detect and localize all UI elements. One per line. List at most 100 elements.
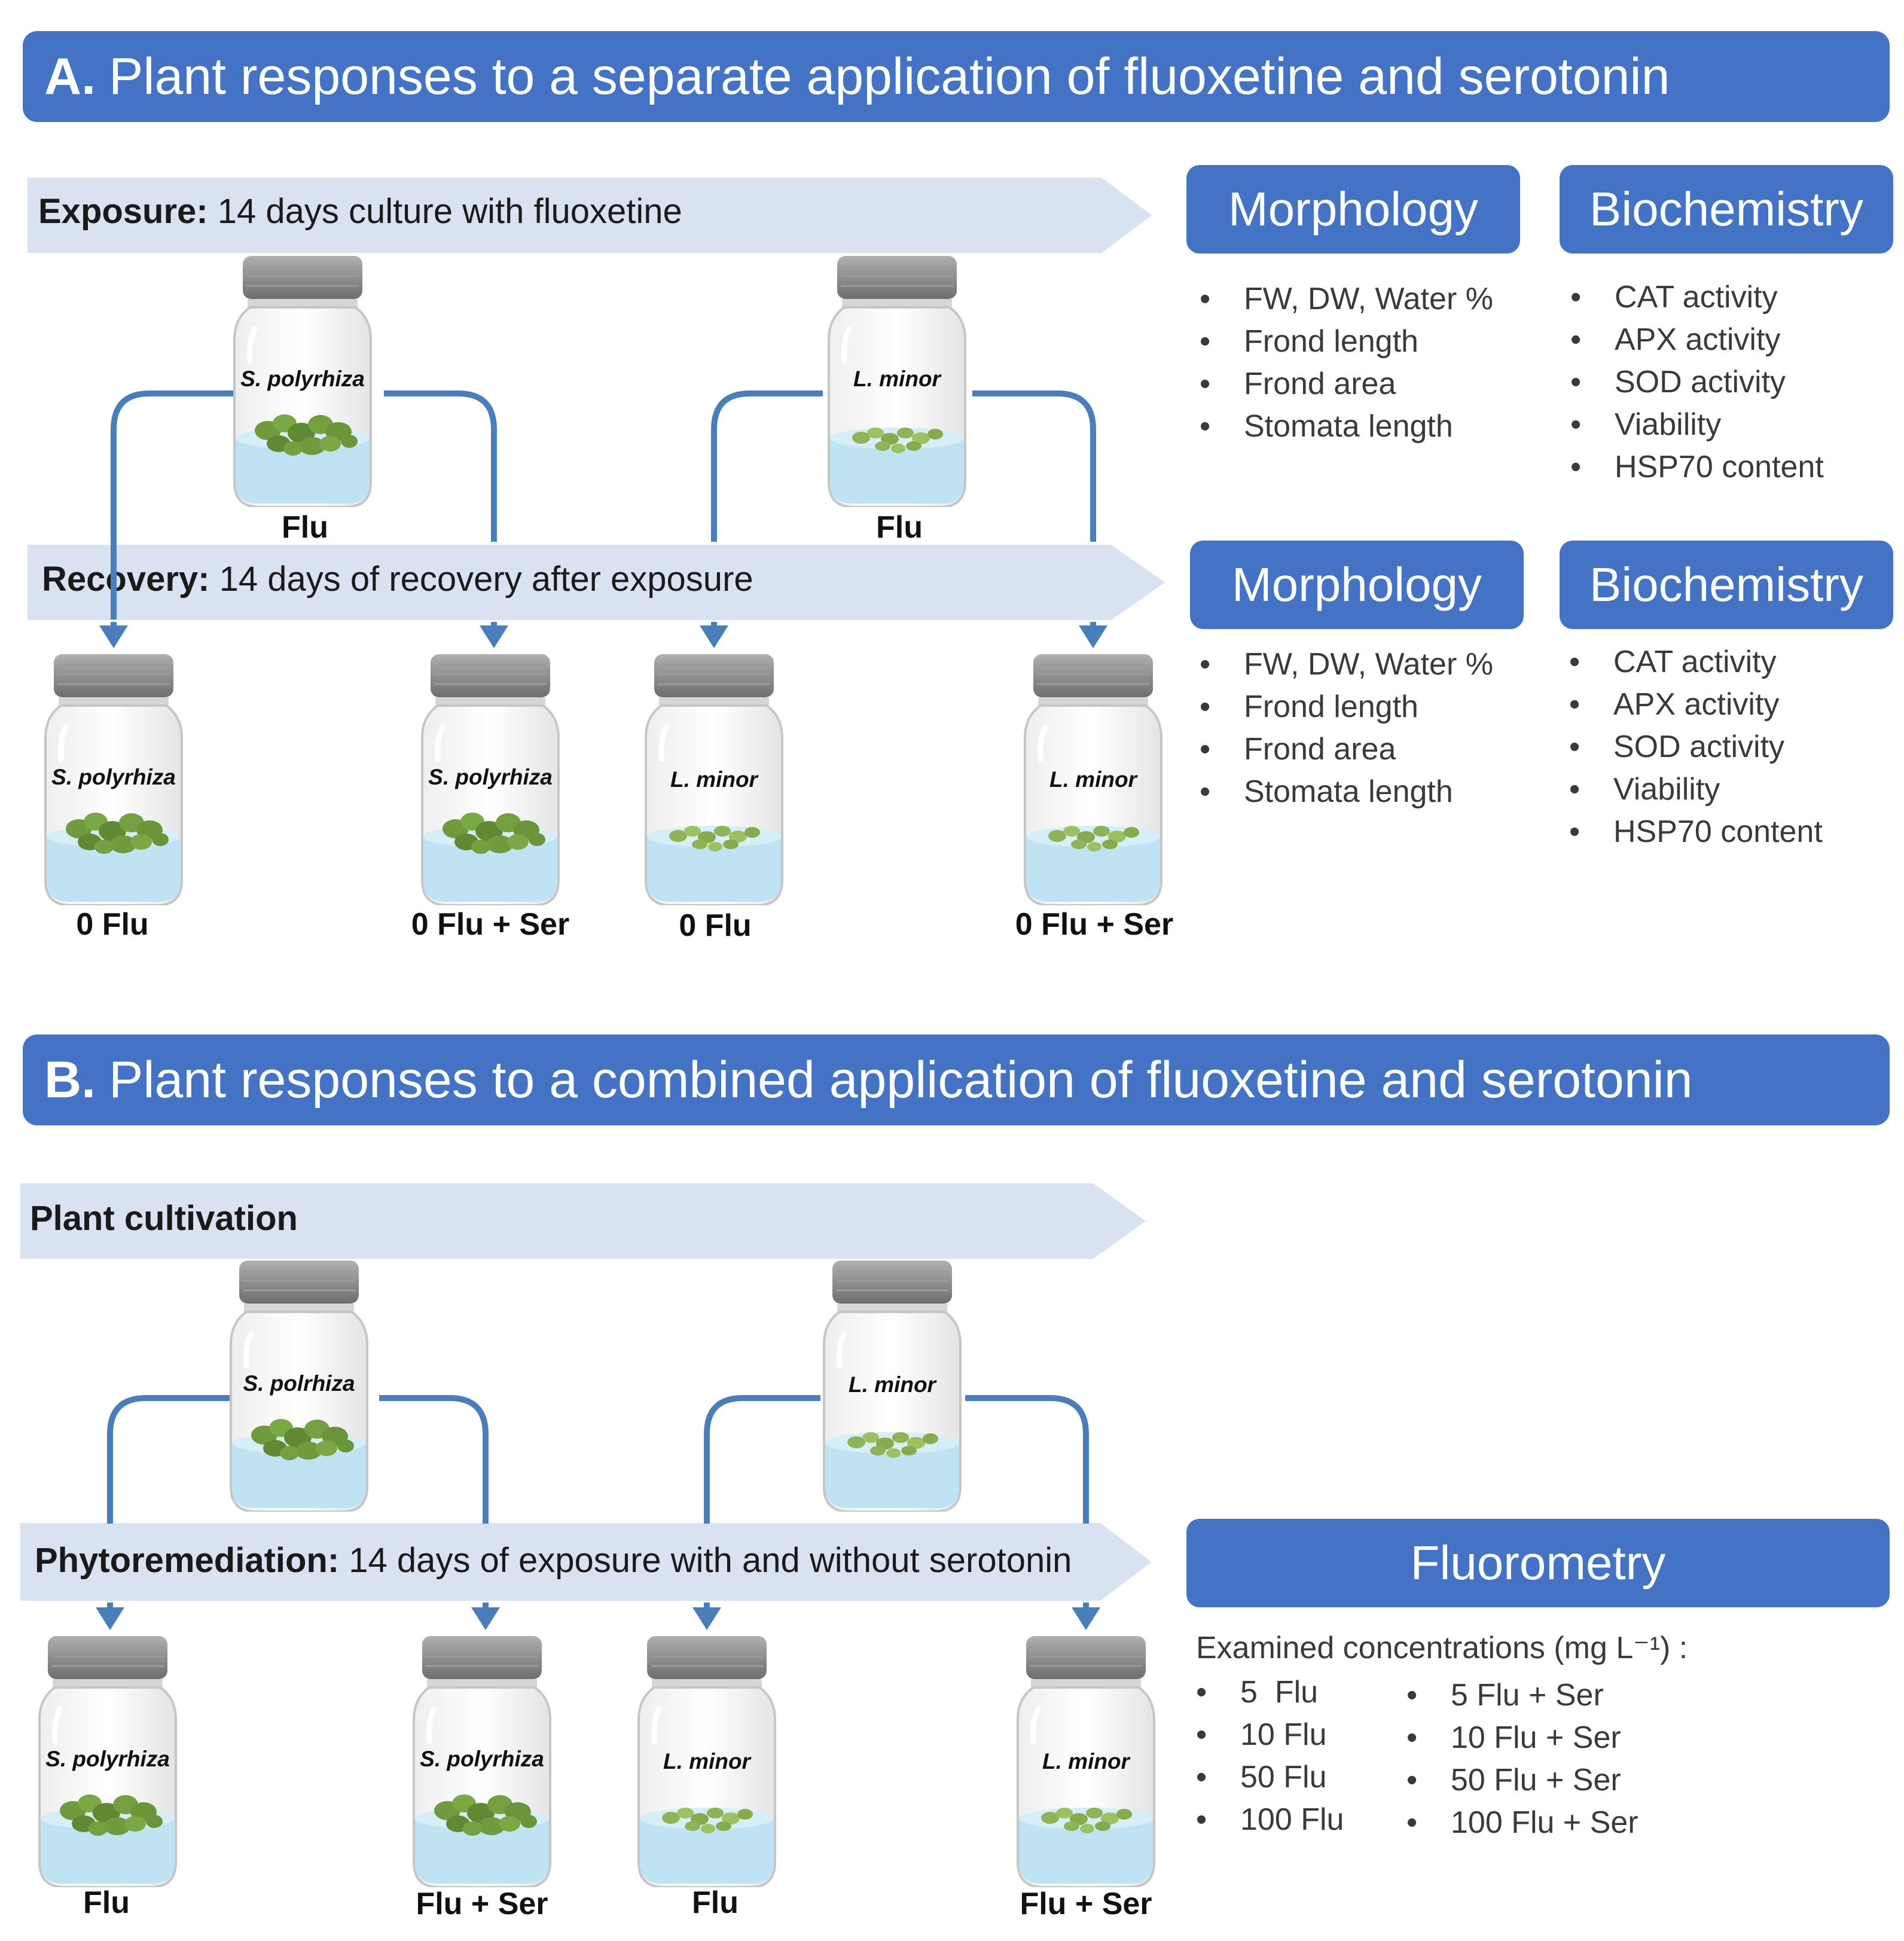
jar-a-top-spirodela: S. polyrhiza bbox=[231, 256, 374, 507]
jar-a-bottom-2-label: 0 Flu + Ser bbox=[411, 907, 570, 942]
connector-a-sp-right bbox=[384, 390, 497, 542]
concentration-item: 50 Flu bbox=[1196, 1756, 1344, 1799]
jar-species-label: S. polyrhiza bbox=[240, 367, 365, 391]
phytoremediation-step-text: 14 days of exposure with and without ser… bbox=[349, 1541, 1072, 1580]
biochemistry-item: APX activity bbox=[1570, 319, 1824, 361]
jar-b-bottom-3: L. minor bbox=[635, 1636, 779, 1887]
jar-species-label: S. polyrhiza bbox=[51, 765, 176, 789]
panel-a-title: Plant responses to a separate applicatio… bbox=[109, 47, 1670, 105]
panel-a-letter: A. bbox=[44, 47, 96, 105]
connector-a-lm-right bbox=[972, 390, 1096, 542]
jar-species-label: L. minor bbox=[663, 1749, 752, 1774]
arrowhead-a-1 bbox=[99, 625, 128, 648]
arrowhead-a-3 bbox=[700, 625, 728, 648]
jar-species-label: S. polyrhiza bbox=[420, 1747, 544, 1771]
panel-b-title-banner: B. Plant responses to a combined applica… bbox=[23, 1034, 1890, 1125]
arrowhead-a-2 bbox=[480, 625, 508, 648]
jar-species-label: L. minor bbox=[853, 367, 942, 391]
recovery-band-arrow bbox=[28, 545, 1165, 620]
concentration-item: 50 Flu + Ser bbox=[1406, 1759, 1638, 1802]
morphology-box-recovery: Morphology bbox=[1190, 541, 1524, 629]
jar-b-top-spirodela: S. polrhiza bbox=[227, 1261, 371, 1512]
morphology-item: Frond area bbox=[1200, 363, 1493, 405]
connector-a-sp-left bbox=[111, 390, 238, 619]
biochemistry-item: Viability bbox=[1570, 404, 1824, 446]
arrowhead-b-4 bbox=[1072, 1607, 1100, 1630]
biochemistry-item: CAT activity bbox=[1570, 276, 1824, 319]
jar-b-bottom-2-label: Flu + Ser bbox=[416, 1887, 548, 1921]
connector-b-lm-left bbox=[704, 1395, 820, 1524]
cultivation-band-arrow bbox=[20, 1183, 1146, 1259]
morphology-list-recovery: FW, DW, Water % Frond length Frond area … bbox=[1200, 643, 1493, 813]
exposure-step-label: Exposure: bbox=[38, 192, 208, 231]
concentration-item: 100 Flu + Ser bbox=[1406, 1802, 1638, 1844]
morphology-item: Stomata length bbox=[1200, 405, 1493, 448]
connector-b-sp-right bbox=[379, 1395, 489, 1524]
biochemistry-item: SOD activity bbox=[1570, 361, 1824, 404]
jar-a-bottom-1: S. polyrhiza bbox=[42, 654, 185, 905]
arrowhead-b-3 bbox=[692, 1607, 721, 1630]
jar-b-top-lemna: L. minor bbox=[820, 1261, 964, 1512]
jar-species-label: L. minor bbox=[1049, 767, 1139, 792]
morphology-item: Frond length bbox=[1200, 686, 1493, 728]
biochemistry-item: HSP70 content bbox=[1569, 811, 1823, 853]
jar-b-bottom-2: S. polyrhiza bbox=[410, 1636, 554, 1887]
morphology-box-exposure: Morphology bbox=[1186, 165, 1520, 254]
jar-species-label: L. minor bbox=[670, 767, 759, 792]
biochemistry-item: CAT activity bbox=[1569, 641, 1823, 683]
morphology-item: Stomata length bbox=[1200, 771, 1493, 813]
concentrations-title: Examined concentrations (mg L⁻¹) : bbox=[1196, 1631, 1688, 1665]
flu-ser-concentrations-list: 5 Flu + Ser 10 Flu + Ser 50 Flu + Ser 10… bbox=[1406, 1674, 1638, 1844]
jar-a-bottom-3: L. minor bbox=[642, 654, 786, 905]
jar-a-top-lemna: L. minor bbox=[825, 256, 969, 507]
flu-concentrations-list: 5 Flu 10 Flu 50 Flu 100 Flu bbox=[1196, 1671, 1344, 1841]
jar-a-bottom-1-label: 0 Flu bbox=[76, 907, 149, 942]
connector-b-lm-right bbox=[965, 1395, 1089, 1524]
jar-a-top-lemna-label: Flu bbox=[876, 510, 923, 545]
phytoremediation-band-arrow bbox=[20, 1523, 1152, 1601]
arrowhead-a-4 bbox=[1079, 625, 1107, 648]
jar-a-top-spirodela-label: Flu bbox=[282, 510, 328, 545]
concentration-item: 5 Flu bbox=[1196, 1671, 1344, 1714]
arrowhead-b-1 bbox=[96, 1607, 124, 1630]
morphology-item: FW, DW, Water % bbox=[1200, 643, 1493, 686]
jar-a-bottom-2: S. polyrhiza bbox=[419, 654, 562, 905]
biochemistry-item: Viability bbox=[1569, 768, 1823, 811]
biochemistry-list-exposure: CAT activity APX activity SOD activity V… bbox=[1570, 276, 1824, 489]
phytoremediation-step: Phytoremediation: 14 days of exposure wi… bbox=[35, 1540, 1072, 1580]
jar-b-bottom-4: L. minor bbox=[1014, 1636, 1158, 1887]
jar-a-bottom-3-label: 0 Flu bbox=[679, 908, 752, 943]
panel-b-letter: B. bbox=[44, 1051, 96, 1109]
connector-a-lm-left bbox=[711, 390, 823, 542]
biochemistry-item: SOD activity bbox=[1569, 726, 1823, 768]
exposure-step: Exposure: 14 days culture with fluoxetin… bbox=[38, 191, 682, 231]
panel-a-title-banner: A. Plant responses to a separate applica… bbox=[23, 31, 1890, 122]
recovery-step-text: 14 days of recovery after exposure bbox=[219, 560, 753, 599]
jar-species-label: S. polyrhiza bbox=[45, 1747, 170, 1771]
morphology-item: FW, DW, Water % bbox=[1200, 278, 1493, 321]
jar-a-bottom-4: L. minor bbox=[1021, 654, 1165, 905]
jar-b-bottom-3-label: Flu bbox=[692, 1885, 739, 1920]
morphology-item: Frond length bbox=[1200, 321, 1493, 363]
biochemistry-list-recovery: CAT activity APX activity SOD activity V… bbox=[1569, 641, 1823, 853]
jar-species-label: L. minor bbox=[1042, 1749, 1131, 1774]
morphology-list-exposure: FW, DW, Water % Frond length Frond area … bbox=[1200, 278, 1493, 448]
recovery-step-label: Recovery: bbox=[42, 560, 210, 599]
jar-b-bottom-1: S. polyrhiza bbox=[36, 1636, 179, 1887]
panel-b-title: Plant responses to a combined applicatio… bbox=[109, 1051, 1693, 1109]
fluorometry-box: Fluorometry bbox=[1186, 1519, 1890, 1607]
jar-b-bottom-1-label: Flu bbox=[83, 1885, 130, 1920]
cultivation-step-label: Plant cultivation bbox=[30, 1199, 298, 1238]
biochemistry-item: APX activity bbox=[1569, 683, 1823, 726]
jar-species-label: L. minor bbox=[849, 1372, 938, 1397]
exposure-band-arrow bbox=[28, 178, 1152, 253]
concentration-item: 10 Flu bbox=[1196, 1714, 1344, 1756]
concentration-item: 5 Flu + Ser bbox=[1406, 1674, 1638, 1717]
jar-species-label: S. polrhiza bbox=[243, 1371, 355, 1396]
cultivation-step: Plant cultivation bbox=[30, 1198, 298, 1238]
concentration-item: 100 Flu bbox=[1196, 1799, 1344, 1841]
